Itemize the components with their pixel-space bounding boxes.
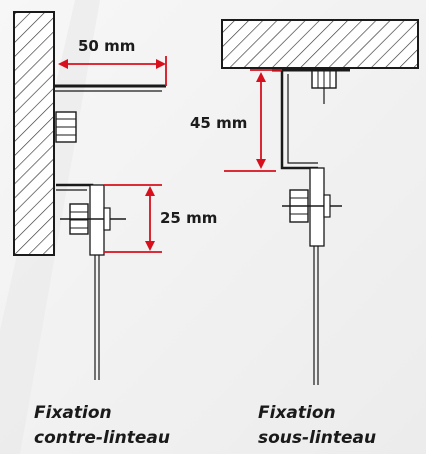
caption-left-line1: Fixation bbox=[34, 403, 112, 423]
dim-label-50mm: 50 mm bbox=[78, 37, 136, 55]
right-fixation bbox=[221, 19, 419, 385]
right-bracket-web bbox=[280, 70, 318, 170]
caption-left: Fixation contre-linteau bbox=[34, 401, 170, 451]
right-bracket-web-inner bbox=[287, 74, 318, 164]
left-panel-clamp bbox=[89, 184, 105, 256]
right-panel-bolt bbox=[282, 189, 342, 223]
left-wall bbox=[13, 11, 55, 256]
dim-label-25mm: 25 mm bbox=[160, 209, 218, 227]
dim-label-45mm: 45 mm bbox=[190, 114, 248, 132]
dim-45mm bbox=[224, 69, 282, 172]
dim-25mm bbox=[104, 184, 162, 253]
caption-right-line2: sous-linteau bbox=[258, 428, 377, 448]
left-panel-bolt bbox=[60, 203, 126, 235]
right-panel-clamp bbox=[309, 167, 325, 247]
right-lintel bbox=[221, 19, 419, 69]
left-fixation bbox=[13, 11, 167, 380]
caption-right: Fixation sous-linteau bbox=[258, 401, 376, 451]
caption-left-line2: contre-linteau bbox=[34, 428, 170, 448]
dim-50mm bbox=[58, 56, 167, 86]
left-wall-bolt bbox=[55, 111, 77, 143]
caption-right-line1: Fixation bbox=[258, 403, 336, 423]
